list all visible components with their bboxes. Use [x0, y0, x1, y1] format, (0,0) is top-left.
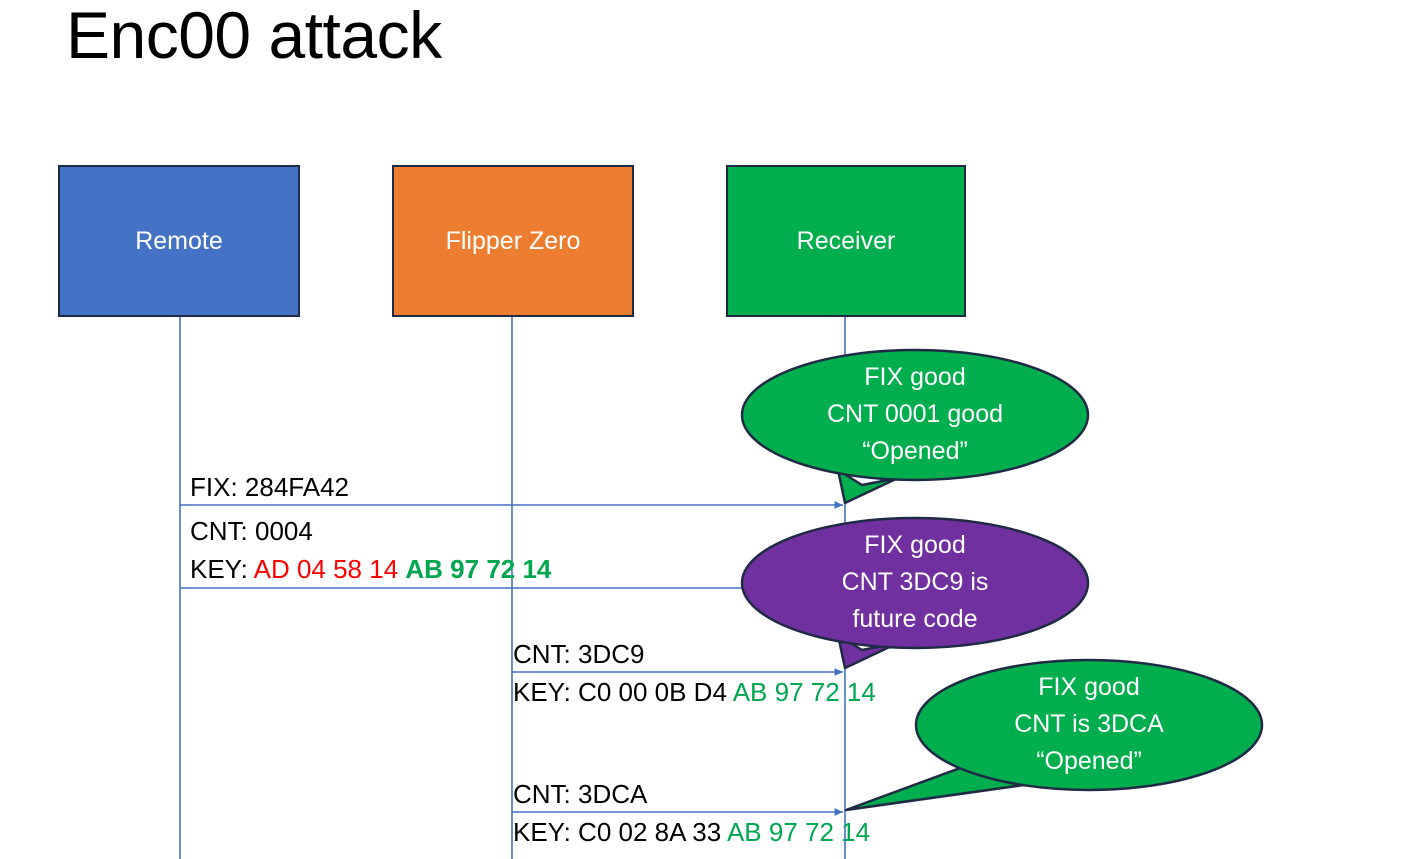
message-3-key-fixed-part: AB 97 72 14 — [732, 677, 876, 707]
message-2-key-fixed-part: AB 97 72 14 — [405, 554, 552, 584]
message-2-key-encrypted-part: AD 04 58 14 — [253, 554, 399, 584]
callout-2-text: FIX good CNT 3DC9 is future code — [742, 527, 1088, 638]
callout-3-line-1: FIX good — [1038, 673, 1140, 701]
callout-3-line-2: CNT is 3DCA — [1014, 710, 1164, 738]
message-2-line-2: KEY: AD 04 58 14 AB 97 72 14 — [190, 550, 551, 588]
page-title: Enc00 attack — [66, 0, 442, 72]
actor-box-remote[interactable]: Remote — [58, 165, 300, 317]
actor-label-remote: Remote — [135, 226, 223, 255]
callout-3-line-3: “Opened” — [1036, 747, 1142, 775]
message-label-4: CNT: 3DCA KEY: C0 02 8A 33 AB 97 72 14 — [513, 775, 870, 851]
actor-box-flipper[interactable]: Flipper Zero — [392, 165, 634, 317]
message-3-cnt-value: CNT: 3DC9 — [513, 639, 645, 669]
message-4-line-1: CNT: 3DCA — [513, 775, 870, 813]
callout-3-text: FIX good CNT is 3DCA “Opened” — [916, 669, 1262, 780]
message-4-key-fixed-part: AB 97 72 14 — [726, 817, 871, 847]
message-label-2: CNT: 0004 KEY: AD 04 58 14 AB 97 72 14 — [190, 512, 551, 588]
message-3-key-encrypted-part: KEY: C0 00 0B D4 — [513, 677, 733, 707]
callout-2-line-2: CNT 3DC9 is — [841, 568, 989, 596]
message-label-1: FIX: 284FA42 — [190, 468, 349, 506]
actor-label-flipper: Flipper Zero — [445, 226, 581, 255]
message-2-key-label: KEY: — [190, 554, 254, 584]
message-3-line-2: KEY: C0 00 0B D4 AB 97 72 14 — [513, 673, 876, 711]
message-2-cnt-value: CNT: 0004 — [190, 516, 313, 546]
actor-box-receiver[interactable]: Receiver — [726, 165, 966, 317]
callout-1-text: FIX good CNT 0001 good “Opened” — [742, 359, 1088, 470]
callout-2-line-3: future code — [852, 605, 978, 633]
message-2-line-1: CNT: 0004 — [190, 512, 551, 550]
message-4-line-2: KEY: C0 02 8A 33 AB 97 72 14 — [513, 813, 870, 851]
message-1-line-1: FIX: 284FA42 — [190, 472, 349, 502]
message-label-3: CNT: 3DC9 KEY: C0 00 0B D4 AB 97 72 14 — [513, 635, 876, 711]
message-4-key-encrypted-part: KEY: C0 02 8A 33 — [513, 817, 727, 847]
callout-2-line-1: FIX good — [864, 531, 966, 559]
callout-1-line-3: “Opened” — [862, 437, 968, 465]
callout-1-line-1: FIX good — [864, 363, 966, 391]
message-3-line-1: CNT: 3DC9 — [513, 635, 876, 673]
actor-label-receiver: Receiver — [796, 226, 896, 255]
message-4-cnt-value: CNT: 3DCA — [513, 779, 648, 809]
callout-1-line-2: CNT 0001 good — [826, 400, 1004, 428]
